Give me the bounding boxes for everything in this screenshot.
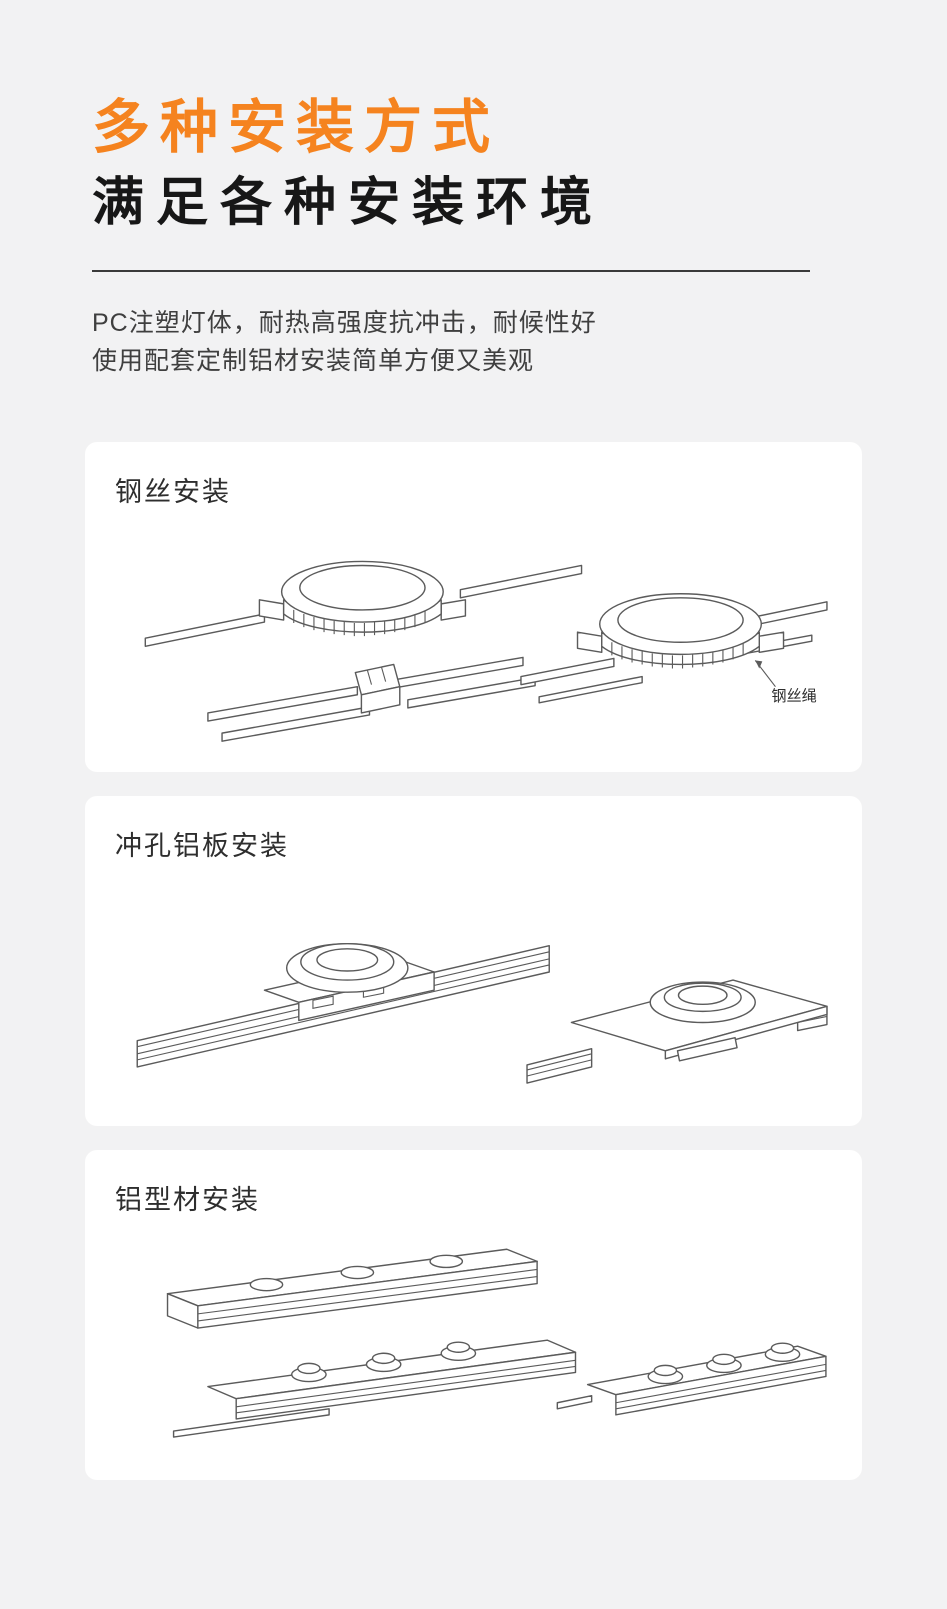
hero-header: 多种安装方式 满足各种安装环境 PC注塑灯体，耐热高强度抗冲击，耐候性好 使用配…	[0, 0, 947, 380]
intro-line-1: PC注塑灯体，耐热高强度抗冲击，耐候性好	[92, 308, 597, 337]
wire-rod	[459, 564, 583, 599]
divider-line	[92, 269, 810, 272]
intro-text: PC注塑灯体，耐热高强度抗冲击，耐候性好 使用配套定制铝材安装简单方便又美观	[92, 304, 855, 380]
card-punched-plate-install: 冲孔铝板安装	[85, 795, 862, 1126]
wire-install-illustration: 钢丝绳	[144, 560, 828, 742]
card-punched-plate-install-label: 冲孔铝板安装	[115, 830, 289, 861]
led-module	[258, 560, 467, 637]
wire-rod	[144, 612, 266, 647]
install-method-cards: 钢丝安装	[0, 441, 947, 1480]
card-aluminum-profile-install-label: 铝型材安装	[115, 1184, 260, 1215]
card-wire-install-label: 钢丝安装	[115, 476, 231, 507]
wire-rope-label: 钢丝绳	[771, 687, 816, 704]
page-subtitle: 满足各种安装环境	[92, 173, 605, 232]
led-module	[576, 592, 785, 669]
intro-line-2: 使用配套定制铝材安装简单方便又美观	[92, 346, 535, 375]
card-wire-install: 钢丝安装	[85, 441, 862, 772]
card-aluminum-profile-install: 铝型材安装	[85, 1149, 862, 1480]
aluminum-profile-illustration	[166, 1248, 827, 1438]
page-title: 多种安装方式	[92, 95, 501, 160]
punched-plate-illustration	[136, 942, 828, 1084]
